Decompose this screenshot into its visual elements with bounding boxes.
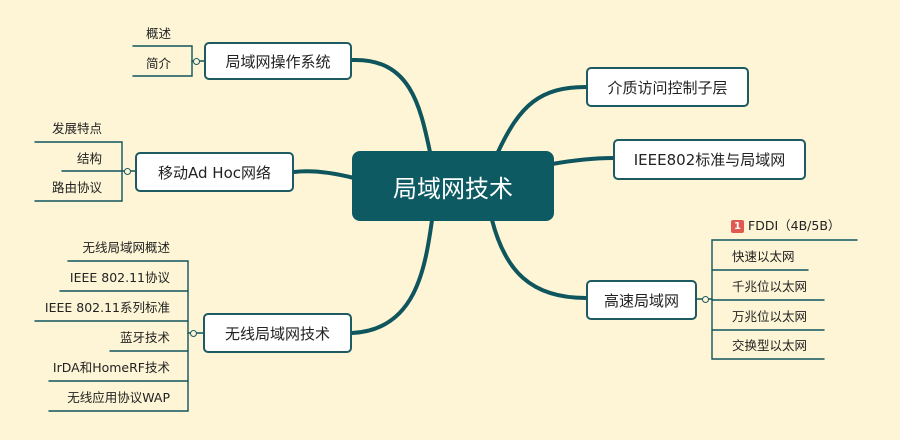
topic-high-speed-lan[interactable]: 高速局域网 (586, 280, 697, 320)
subtopic-wlan-overview[interactable]: 无线局域网概述 (82, 240, 170, 255)
topic-mobile-adhoc[interactable]: 移动Ad Hoc网络 (135, 152, 294, 192)
branch-line-wlan (350, 218, 434, 335)
topic-mac-sublayer[interactable]: 介质访问控制子层 (586, 67, 749, 107)
collapse-toggle-icon[interactable] (193, 58, 200, 65)
branch-line-os (350, 57, 432, 154)
topic-label: 高速局域网 (603, 291, 679, 310)
topic-lan-os[interactable]: 局域网操作系统 (204, 42, 352, 80)
subtopic-bluetooth[interactable]: 蓝牙技术 (119, 330, 170, 345)
subtopic-dev-features[interactable]: 发展特点 (51, 121, 102, 136)
branch-line-adhoc (292, 169, 356, 180)
collapse-toggle-icon[interactable] (190, 330, 197, 337)
subtopic-wap[interactable]: 无线应用协议WAP (67, 390, 170, 405)
collapse-toggle-icon[interactable] (124, 168, 131, 175)
subtopic-overview[interactable]: 概述 (145, 26, 171, 41)
branch-line-ieee802 (550, 156, 615, 166)
subtopic-ieee80211-standards[interactable]: IEEE 802.11系列标准 (44, 300, 170, 315)
subtopic-switched-ethernet[interactable]: 交换型以太网 (732, 338, 808, 353)
topic-label: 介质访问控制子层 (607, 78, 728, 97)
subtopic-ieee80211-protocol[interactable]: IEEE 802.11协议 (69, 270, 170, 285)
branch-line-highspeed (490, 218, 588, 300)
subtopic-intro[interactable]: 简介 (145, 56, 171, 71)
subtopic-routing-protocol[interactable]: 路由协议 (51, 180, 102, 195)
collapse-toggle-icon[interactable] (702, 296, 709, 303)
central-topic-label: 局域网技术 (393, 174, 513, 203)
topic-label: 移动Ad Hoc网络 (158, 163, 271, 182)
subtopic-10g-ethernet[interactable]: 万兆位以太网 (732, 309, 808, 324)
central-topic[interactable]: 局域网技术 (352, 151, 554, 221)
topic-label: IEEE802标准与局域网 (633, 151, 786, 169)
subtopic-fast-ethernet[interactable]: 快速以太网 (732, 249, 795, 264)
topic-wireless-lan[interactable]: 无线局域网技术 (203, 313, 352, 353)
subtopic-structure[interactable]: 结构 (76, 151, 102, 166)
topic-label: 无线局域网技术 (224, 324, 330, 343)
subtopic-irda-homerf[interactable]: IrDA和HomeRF技术 (52, 360, 170, 375)
branch-line-mac (496, 85, 588, 154)
subtopic-gigabit-ethernet[interactable]: 千兆位以太网 (732, 279, 808, 294)
topic-label: 局域网操作系统 (225, 52, 331, 71)
priority-1-icon: 1 (731, 220, 744, 233)
topic-ieee802[interactable]: IEEE802标准与局域网 (613, 139, 806, 180)
